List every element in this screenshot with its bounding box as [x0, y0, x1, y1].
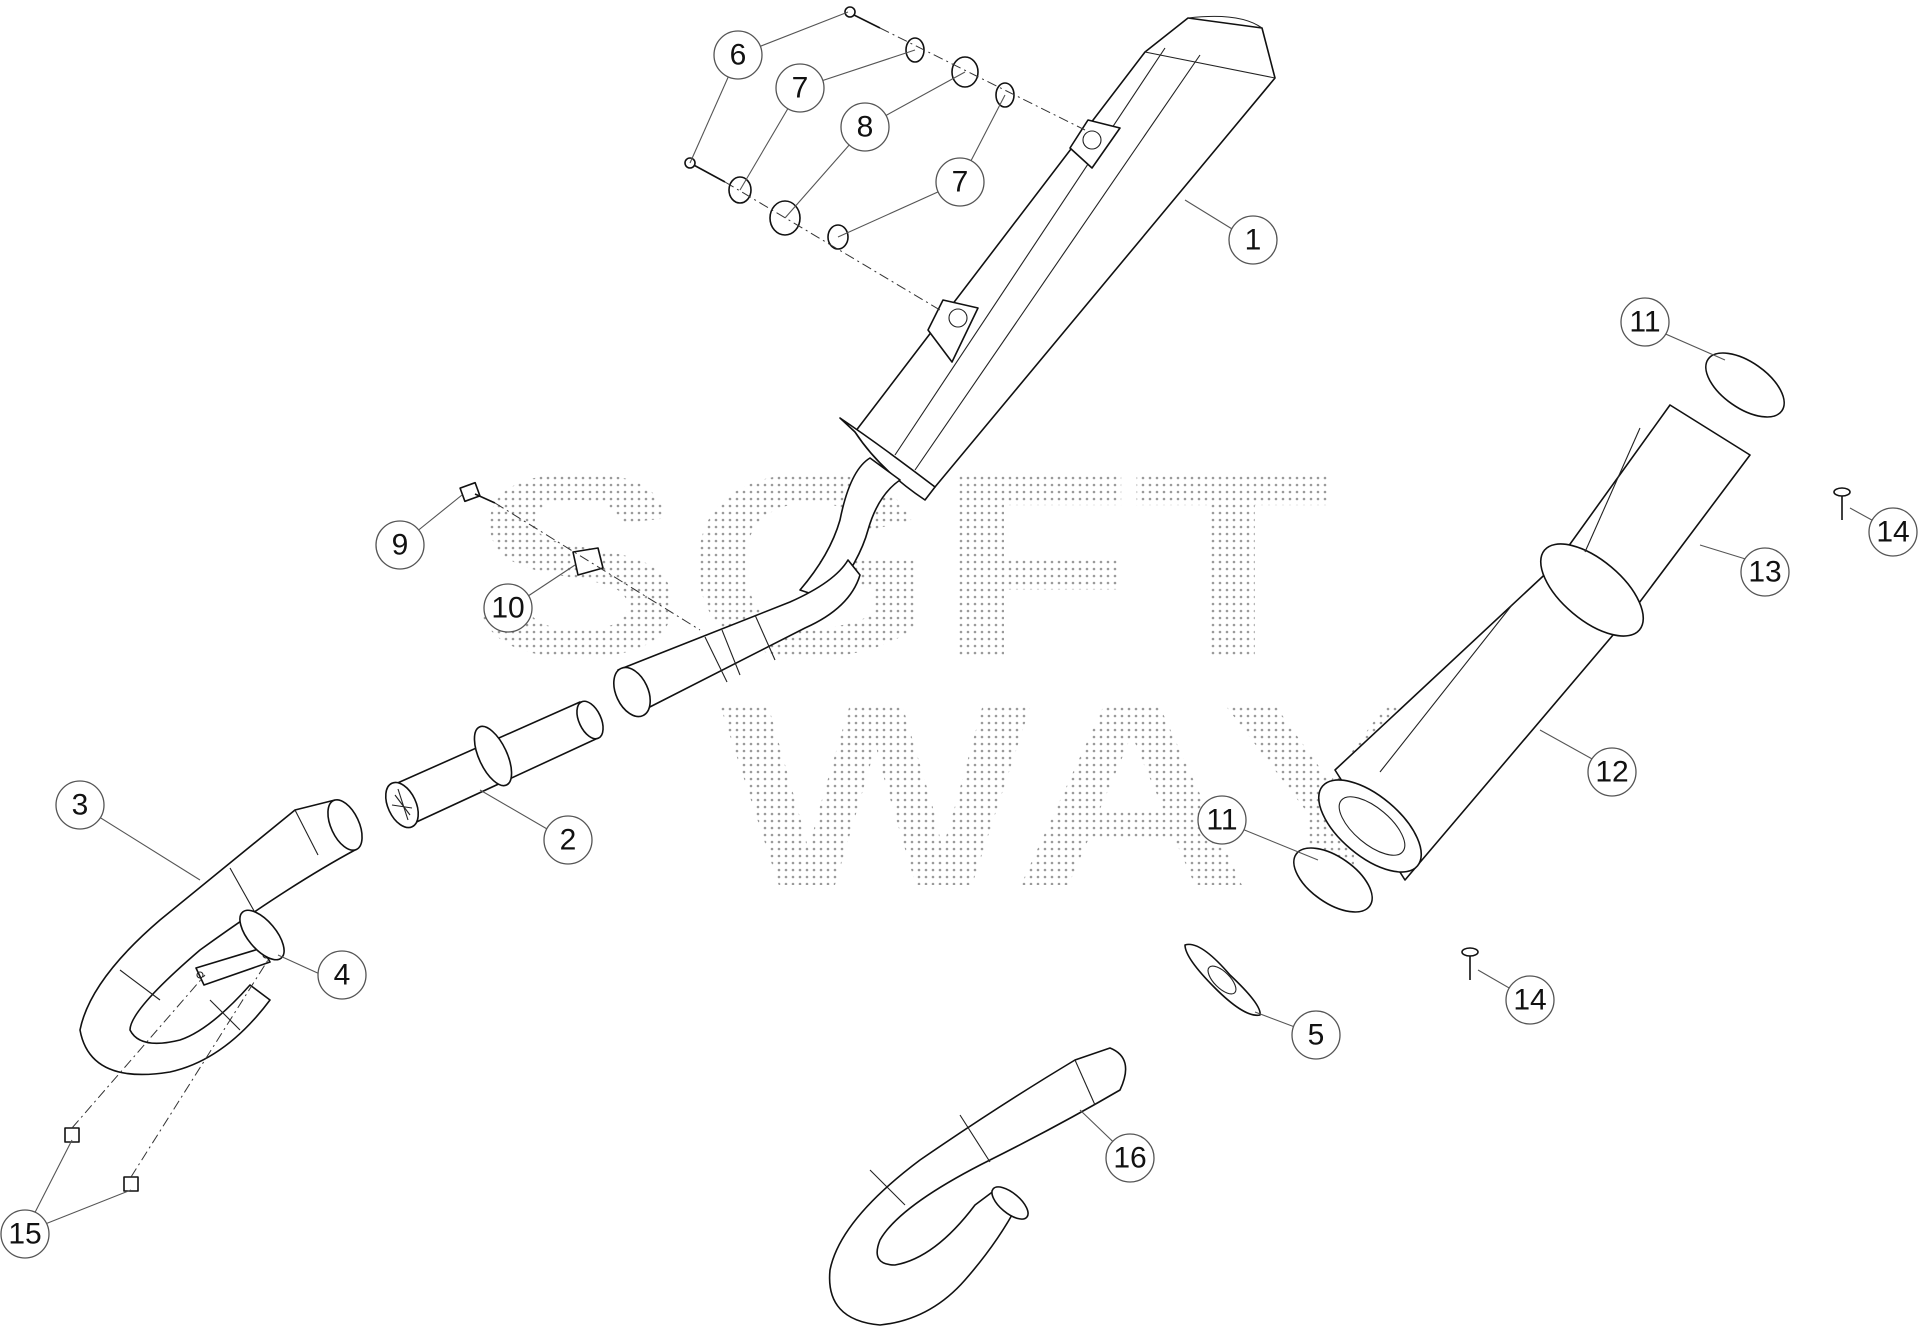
callout-16: 16: [1105, 1133, 1155, 1183]
part-clamp-upper: [1705, 352, 1785, 418]
part-header-alt: [828, 1047, 1127, 1326]
svg-text:11: 11: [1206, 804, 1237, 837]
svg-text:6: 6: [730, 39, 747, 72]
svg-text:16: 16: [1113, 1142, 1146, 1175]
part-flange: [1184, 943, 1261, 1017]
part-insert: [384, 700, 604, 829]
callout-2: 2: [543, 815, 593, 865]
svg-text:1: 1: [1245, 224, 1262, 257]
callout-7-upper: 7: [775, 63, 825, 113]
part-screw-upper: [1833, 487, 1851, 520]
svg-text:15: 15: [8, 1218, 41, 1251]
callout-12: 12: [1587, 747, 1637, 797]
callout-11-upper: 11: [1620, 297, 1670, 347]
part-clamp-lower: [1293, 847, 1373, 913]
svg-text:5: 5: [1308, 1019, 1325, 1052]
svg-text:11: 11: [1629, 306, 1660, 339]
part-header-pipe: [79, 799, 363, 1076]
part-screw-lower: [1461, 947, 1479, 980]
part-silencer: [799, 15, 1276, 601]
svg-text:14: 14: [1513, 984, 1546, 1017]
callout-5: 5: [1291, 1010, 1341, 1060]
part-lower-fasteners: [684, 157, 941, 311]
callout-9: 9: [375, 520, 425, 570]
svg-text:7: 7: [792, 72, 809, 105]
svg-text:3: 3: [72, 789, 89, 822]
part-mid-pipe: [613, 559, 861, 718]
callout-10: 10: [483, 583, 533, 633]
svg-text:13: 13: [1748, 556, 1781, 589]
callout-4: 4: [317, 950, 367, 1000]
svg-text:4: 4: [334, 959, 351, 992]
part-end-cap: [1539, 404, 1751, 637]
part-gasket: [239, 909, 285, 961]
svg-text:14: 14: [1876, 516, 1909, 549]
callout-14-upper: 14: [1868, 507, 1918, 557]
part-nuts: [64, 959, 269, 1192]
svg-text:10: 10: [491, 592, 524, 625]
svg-text:2: 2: [560, 824, 577, 857]
callout-11-lower: 11: [1197, 795, 1247, 845]
callout-13: 13: [1740, 547, 1790, 597]
callout-1: 1: [1228, 215, 1278, 265]
svg-text:7: 7: [952, 166, 969, 199]
callout-8: 8: [840, 102, 890, 152]
svg-text:9: 9: [392, 529, 409, 562]
part-bolt-and-clip: [459, 481, 701, 631]
callouts: 1 2 3 4 5 6 7 7 8 9 10 11 11 12 13 14 14…: [0, 30, 1918, 1259]
callout-7-lower: 7: [935, 157, 985, 207]
callout-3: 3: [55, 780, 105, 830]
svg-text:12: 12: [1595, 756, 1628, 789]
callout-14-lower: 14: [1505, 975, 1555, 1025]
callout-15: 15: [0, 1209, 50, 1259]
callout-6: 6: [713, 30, 763, 80]
svg-text:8: 8: [857, 111, 874, 144]
